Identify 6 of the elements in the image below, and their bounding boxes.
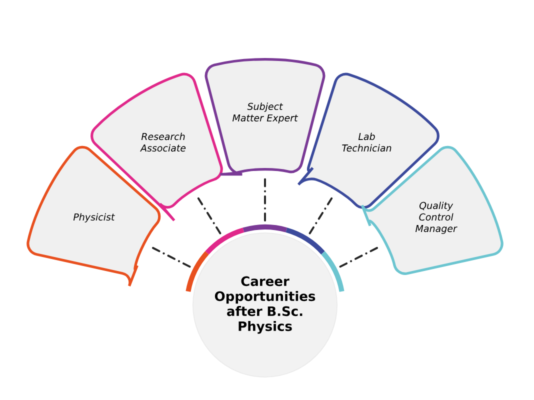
dashed-connector [264,177,266,222]
dashed-connector [339,246,379,268]
dashed-connector [196,196,222,234]
dashed-connector [151,246,191,268]
petal-box: Subject Matter Expert [204,58,326,176]
dashed-connector [308,196,334,234]
